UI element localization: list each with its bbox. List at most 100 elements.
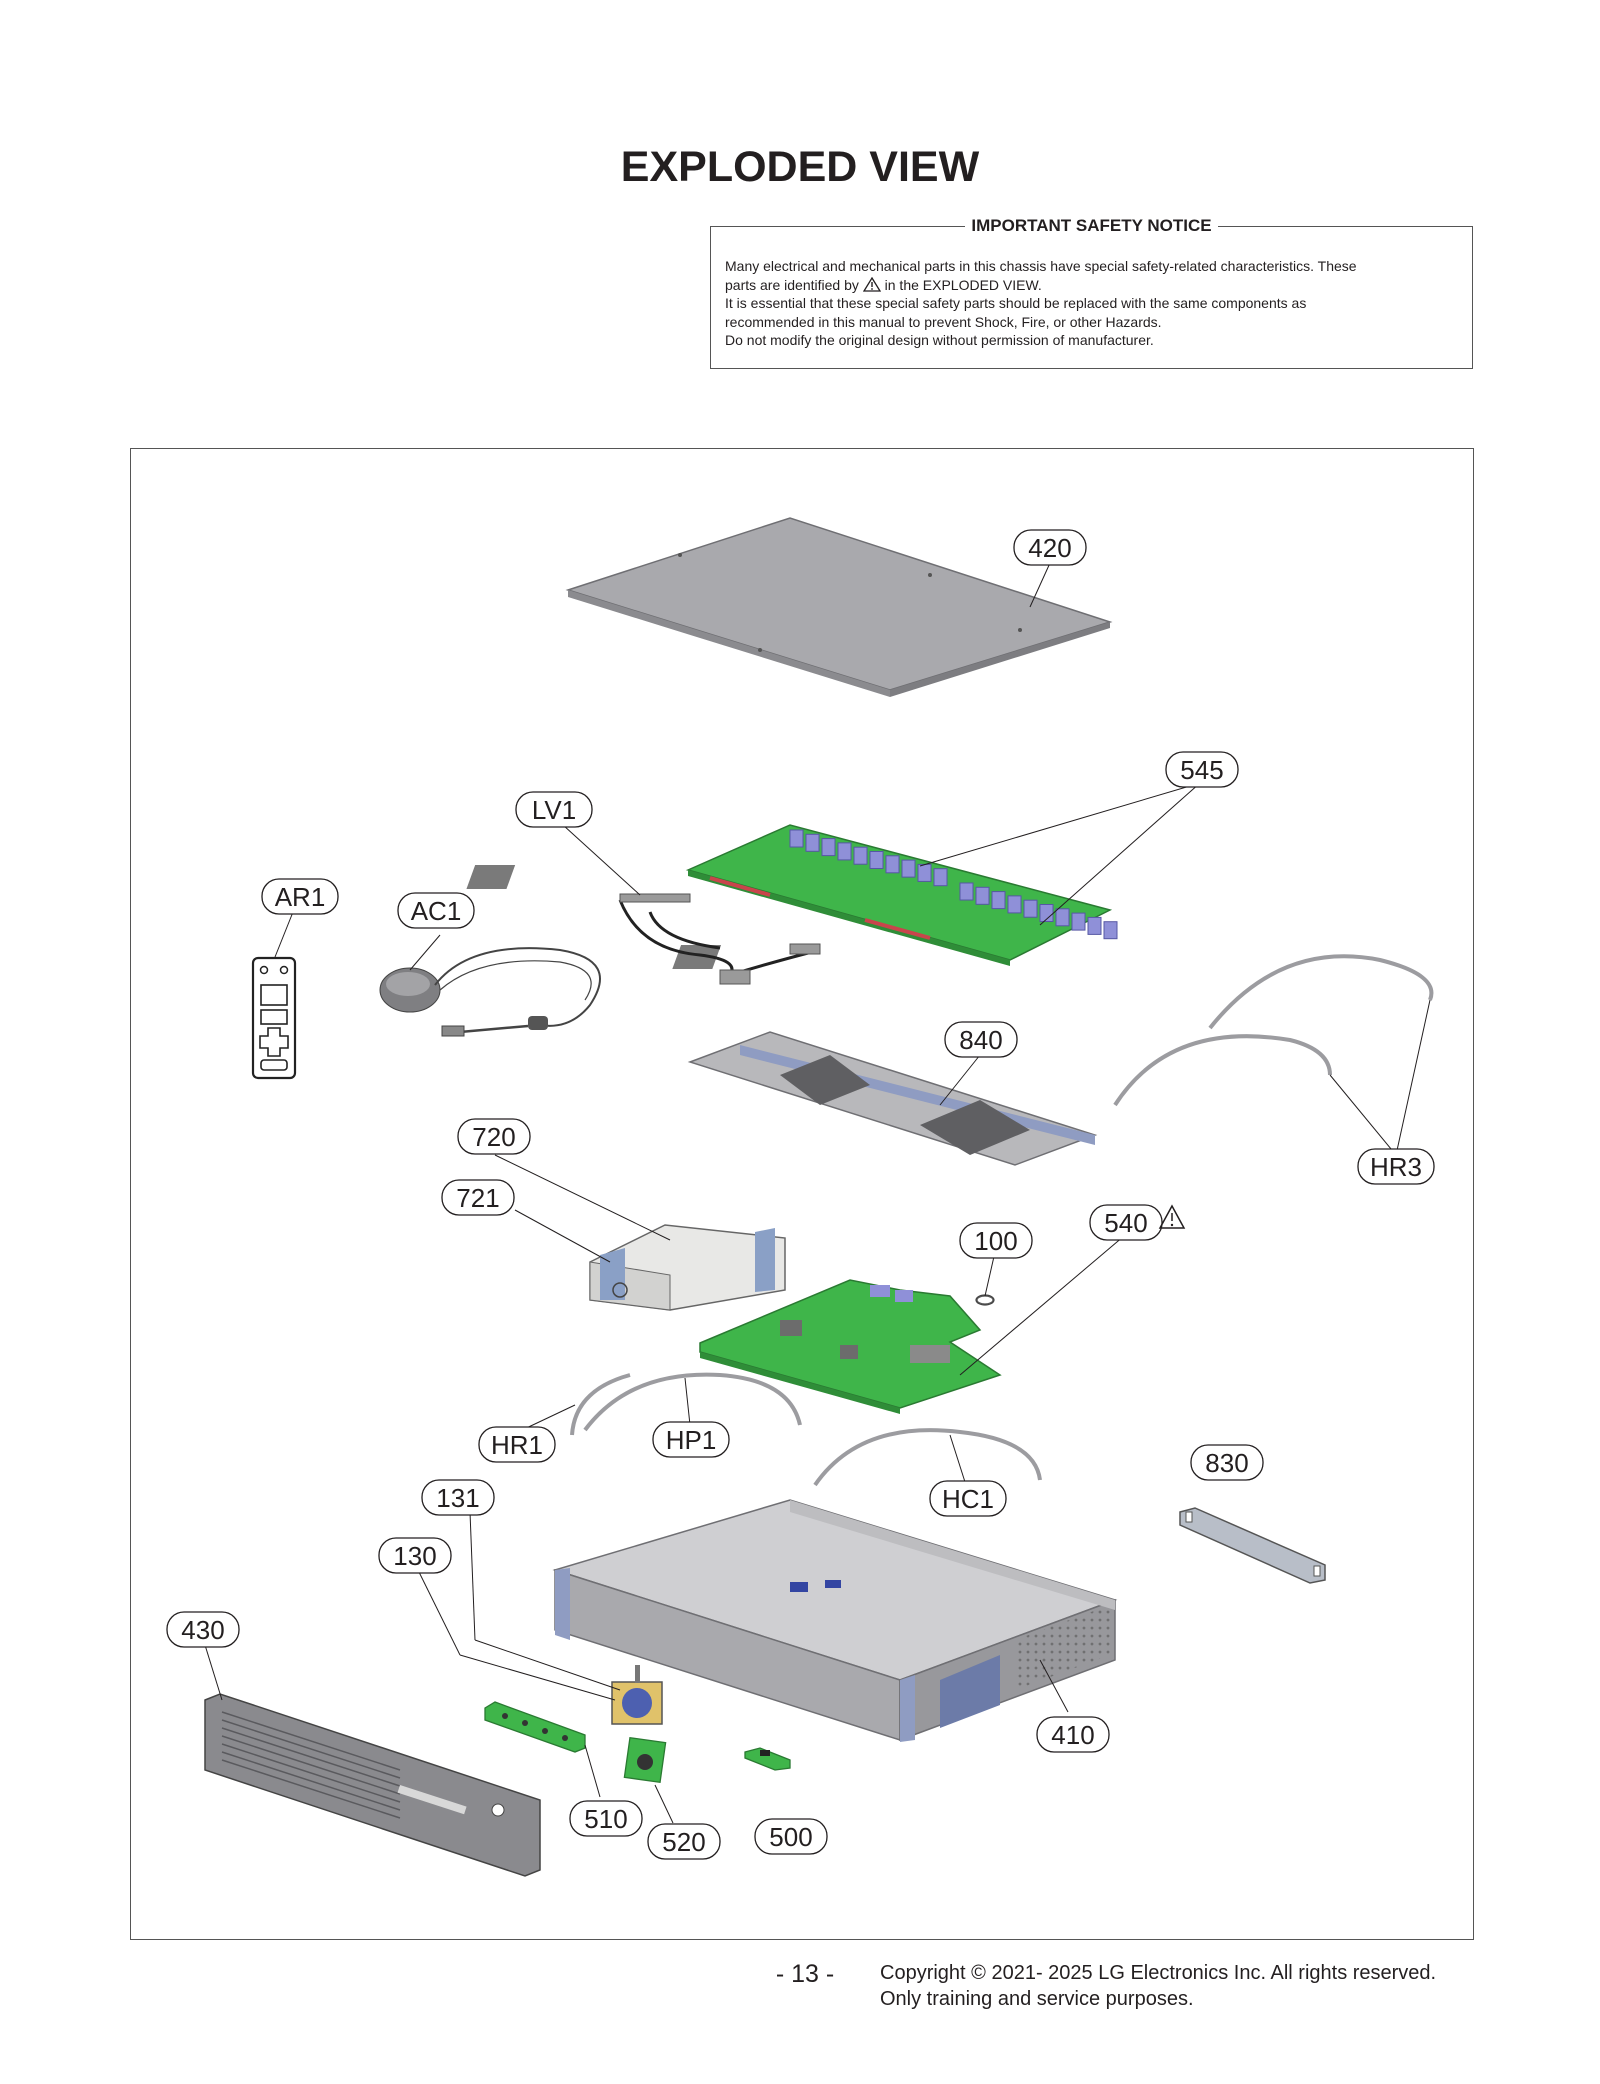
front-bezel-part (204, 1693, 541, 1877)
vent-line (221, 1719, 401, 1779)
callout-840: 840 (944, 1021, 1018, 1058)
diagram-frame (130, 448, 1474, 1940)
notice-line-4: recommended in this manual to prevent Sh… (725, 313, 1162, 330)
vent-line (221, 1727, 401, 1787)
heatsink-block (869, 851, 884, 869)
svg-text:520: 520 (662, 1827, 705, 1857)
heatsink-block (789, 829, 804, 848)
heatsink-block (959, 882, 974, 901)
svg-text:410: 410 (1051, 1720, 1094, 1750)
bracket-part (1179, 1507, 1326, 1584)
safety-notice-text: Many electrical and mechanical parts in … (725, 257, 1457, 350)
heatsink-block (1103, 921, 1118, 940)
svg-text:100: 100 (974, 1226, 1017, 1256)
harness-cable-hr1-hp1-part (570, 1372, 802, 1436)
callout-hr1: HR1 (478, 1426, 556, 1463)
vent-line (221, 1711, 401, 1771)
notice-line-5: Do not modify the original design withou… (725, 332, 1154, 348)
heatsink-block (853, 846, 868, 865)
shield-tray-part (687, 1031, 1098, 1166)
notice-line-3: It is essential that these special safet… (725, 295, 1307, 311)
lvds-cable-part (618, 893, 821, 985)
heatsink-block (1023, 899, 1038, 918)
svg-text:HR3: HR3 (1370, 1152, 1422, 1182)
callout-830: 830 (1190, 1444, 1264, 1481)
callout-540: 540 (1089, 1204, 1163, 1241)
svg-text:131: 131 (436, 1483, 479, 1513)
svg-text:AC1: AC1 (411, 896, 462, 926)
heatsink-block (901, 859, 916, 878)
ir-board-part (623, 1736, 667, 1784)
callout-720: 720 (457, 1118, 531, 1155)
small-board-500-part (744, 1747, 791, 1771)
callout-130: 130 (378, 1537, 452, 1574)
page-number: - 13 - (775, 1960, 835, 1988)
warning-triangle-icon (1158, 1204, 1186, 1229)
svg-text:720: 720 (472, 1122, 515, 1152)
main-pcb-part (699, 1279, 1002, 1414)
callout-100: 100 (959, 1222, 1033, 1259)
callout-131: 131 (421, 1479, 495, 1516)
copyright-line-1: Copyright © 2021- 2025 LG Electronics In… (880, 1962, 1437, 1984)
callout-lv1: LV1 (515, 791, 593, 828)
leader-lines (204, 562, 1431, 1824)
heatsink-block (1087, 916, 1102, 935)
svg-text:540: 540 (1104, 1208, 1147, 1238)
svg-text:500: 500 (769, 1822, 812, 1852)
vent-line (221, 1743, 401, 1803)
heatsink-block (975, 886, 990, 905)
svg-text:LV1: LV1 (532, 795, 576, 825)
heatsink-block (933, 868, 948, 887)
chassis-part (552, 1499, 1118, 1742)
svg-text:130: 130 (393, 1541, 436, 1571)
callout-545: 545 (1165, 751, 1239, 788)
heatsink-block (1055, 908, 1070, 927)
safety-notice-heading: IMPORTANT SAFETY NOTICE (965, 216, 1218, 235)
svg-text:830: 830 (1205, 1448, 1248, 1478)
callout-721: 721 (441, 1179, 515, 1216)
top-cover-part (565, 517, 1113, 697)
callout-410: 410 (1036, 1716, 1110, 1753)
callout-510: 510 (569, 1800, 643, 1837)
callout-hc1: HC1 (929, 1480, 1007, 1517)
svg-text:HR1: HR1 (491, 1430, 543, 1460)
heatsink-block (821, 838, 836, 857)
copyright-line-2: Only training and service purposes. (880, 1988, 1194, 2010)
page-title: EXPLODED VIEW (620, 143, 980, 191)
svg-text:AR1: AR1 (275, 882, 326, 912)
callout-ar1: AR1 (261, 878, 339, 915)
callout-420: 420 (1013, 529, 1087, 566)
warning-triangle-icon (862, 276, 881, 292)
svg-text:840: 840 (959, 1025, 1002, 1055)
svg-text:HP1: HP1 (666, 1425, 717, 1455)
ambient-sensor-part (379, 947, 601, 1037)
upper-pcb-part (466, 824, 1118, 969)
fan-assembly-part (611, 1665, 663, 1725)
heatsink-block (1071, 912, 1086, 931)
svg-text:545: 545 (1180, 755, 1223, 785)
svg-text:510: 510 (584, 1804, 627, 1834)
harness-cable-hc1-part (813, 1428, 1042, 1487)
heatsink-block (1007, 895, 1022, 914)
svg-text:721: 721 (456, 1183, 499, 1213)
heatsink-block (837, 842, 852, 861)
heatsink-block (805, 833, 820, 852)
svg-text:420: 420 (1028, 533, 1071, 563)
harness-cable-hr3-part (1113, 954, 1434, 1107)
copyright-notice: Copyright © 2021- 2025 LG Electronics In… (880, 1960, 1436, 2012)
callout-500: 500 (754, 1818, 828, 1855)
svg-text:HC1: HC1 (942, 1484, 994, 1514)
safety-notice-box: IMPORTANT SAFETY NOTICE Many electrical … (710, 216, 1473, 369)
button-board-part (484, 1701, 586, 1753)
svg-text:430: 430 (181, 1615, 224, 1645)
callout-hp1: HP1 (652, 1421, 730, 1458)
heatsink-block (917, 863, 932, 882)
callout-hr3: HR3 (1357, 1148, 1435, 1185)
callout-430: 430 (166, 1611, 240, 1648)
vent-line (221, 1751, 401, 1811)
remote-control-part (251, 956, 297, 1080)
callout-520: 520 (647, 1823, 721, 1860)
vent-line (221, 1735, 401, 1795)
power-supply-part (589, 1224, 786, 1311)
